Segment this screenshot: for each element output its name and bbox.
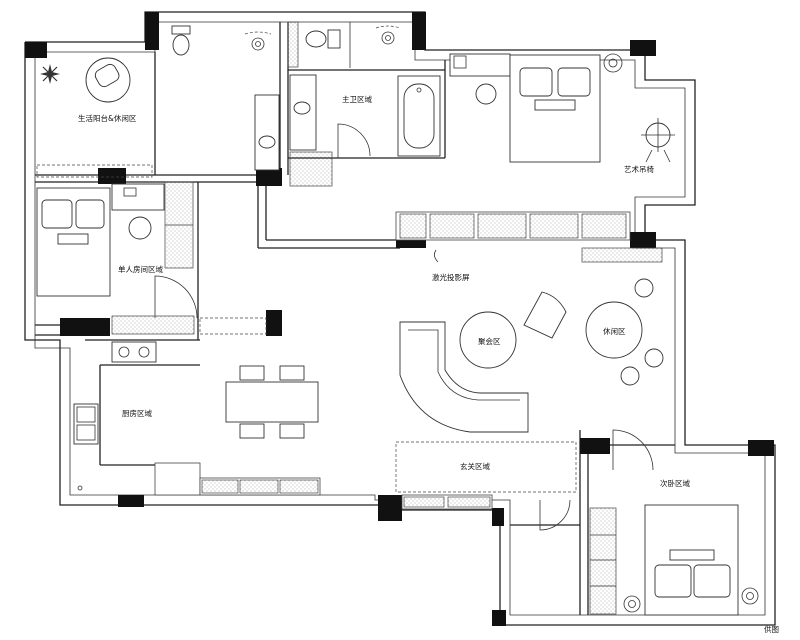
projection-cabinet	[395, 211, 663, 263]
second-bedroom-area	[589, 429, 759, 616]
label-meeting: 聚会区	[478, 336, 501, 346]
toilet-icon	[305, 29, 341, 49]
stove-icon	[111, 341, 157, 363]
bed-icon	[644, 504, 739, 616]
pillars	[25, 12, 774, 626]
bathtub-icon	[397, 75, 441, 157]
label-kitchen: 厨房区域	[122, 408, 152, 418]
bed-icon	[36, 187, 111, 297]
balcony-area	[36, 57, 153, 178]
toilet-icon	[171, 25, 191, 56]
lamp-icon	[623, 587, 759, 613]
sofa-icon	[399, 321, 529, 433]
shower-icon	[375, 25, 401, 45]
label-leisure: 休闲区	[603, 326, 626, 336]
label-art-chair: 艺术吊椅	[624, 164, 654, 174]
plant-icon	[40, 64, 60, 84]
lounge-chair-icon	[85, 57, 131, 103]
entrance-area	[395, 441, 577, 531]
master-bath-area	[289, 22, 441, 187]
room-labels: 生活阳台&休闲区 主卫区域 艺术吊椅 单人房间区域 激光投影屏 聚会区 休闲区 …	[78, 94, 779, 634]
label-entrance: 玄关区域	[460, 461, 490, 471]
dining-table-icon	[225, 365, 319, 439]
shower-icon	[244, 31, 272, 51]
label-second-bedroom: 次卧区域	[660, 478, 690, 488]
lamp-icon	[603, 53, 623, 73]
label-balcony: 生活阳台&休闲区	[78, 113, 137, 123]
kitchen-area	[73, 341, 321, 496]
label-master-bath: 主卫区域	[342, 94, 372, 104]
armchair-icon	[523, 291, 567, 339]
sink-icon	[73, 403, 99, 445]
hanging-chair-icon	[641, 118, 675, 163]
bed-icon	[509, 54, 601, 163]
label-projection-screen: 激光投影屏	[432, 272, 470, 282]
sink-icon	[293, 101, 311, 115]
label-single-room: 单人房间区域	[118, 264, 163, 274]
bath-fixtures	[171, 21, 299, 171]
watermark: 供图	[764, 624, 779, 634]
living-area	[399, 278, 664, 433]
single-room-area	[36, 181, 267, 335]
master-bedroom-area	[449, 53, 675, 163]
sink-icon	[258, 135, 276, 149]
